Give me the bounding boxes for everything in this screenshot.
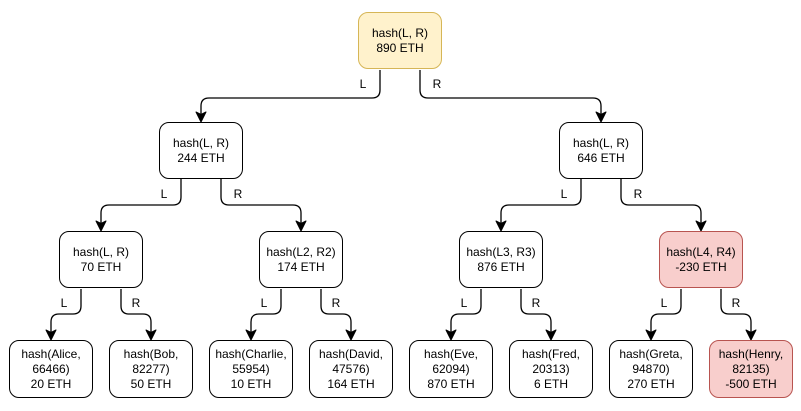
edge-l3c-left: L xyxy=(445,289,482,341)
node-hash-label: hash(L4, R4) xyxy=(666,244,736,259)
edge-label-r: R xyxy=(634,187,643,201)
node-hash-label: hash(Greta, 94870) xyxy=(619,346,683,376)
node-amount: -500 ETH xyxy=(725,376,777,391)
tree-node-level3-3-negative: hash(L4, R4) -230 ETH xyxy=(659,231,743,288)
tree-node-level2-left: hash(L, R) 244 ETH xyxy=(159,122,243,179)
node-amount: 870 ETH xyxy=(427,376,475,391)
node-amount: 20 ETH xyxy=(30,376,72,391)
node-amount: 10 ETH xyxy=(230,376,272,391)
tree-node-level3-0: hash(L, R) 70 ETH xyxy=(59,231,143,288)
edge-root-right: R xyxy=(419,70,607,123)
node-hash-label: hash(Eve, 62094) xyxy=(423,346,479,376)
edge-label-l: L xyxy=(161,187,168,201)
node-amount: 244 ETH xyxy=(177,150,225,165)
edge-label-l: L xyxy=(661,296,668,310)
tree-leaf-eve: hash(Eve, 62094) 870 ETH xyxy=(409,340,493,398)
node-hash-label: hash(L2, R2) xyxy=(266,244,336,259)
node-amount: 876 ETH xyxy=(477,259,525,274)
node-amount: 70 ETH xyxy=(80,259,122,274)
edge-label-r: R xyxy=(234,187,243,201)
node-hash-label: hash(Henry, 82135) xyxy=(718,346,784,376)
node-amount: 50 ETH xyxy=(130,376,172,391)
node-amount: 174 ETH xyxy=(277,259,325,274)
edge-l3a-left: L xyxy=(45,289,82,341)
edge-l2a-left: L xyxy=(95,178,182,232)
node-amount: 270 ETH xyxy=(627,376,675,391)
node-hash-label: hash(L, R) xyxy=(172,135,230,150)
node-hash-label: hash(Bob, 82277) xyxy=(123,346,179,376)
edge-label-l: L xyxy=(360,77,367,91)
tree-leaf-greta: hash(Greta, 94870) 270 ETH xyxy=(609,340,693,398)
tree-leaf-henry-negative: hash(Henry, 82135) -500 ETH xyxy=(709,340,793,398)
node-amount: 6 ETH xyxy=(533,376,568,391)
edge-label-r: R xyxy=(532,296,541,310)
edge-l3d-left: L xyxy=(645,289,682,341)
tree-leaf-david: hash(David, 47576) 164 ETH xyxy=(309,340,393,398)
edge-label-r: R xyxy=(132,296,141,310)
tree-node-level3-1: hash(L2, R2) 174 ETH xyxy=(259,231,343,288)
edge-l3c-right: R xyxy=(520,289,557,341)
node-amount: 890 ETH xyxy=(376,40,424,55)
edge-l3d-right: R xyxy=(720,289,757,341)
tree-leaf-alice: hash(Alice, 66466) 20 ETH xyxy=(9,340,93,398)
node-hash-label: hash(L3, R3) xyxy=(466,244,536,259)
edge-label-r: R xyxy=(732,296,741,310)
tree-leaf-charlie: hash(Charlie, 55954) 10 ETH xyxy=(209,340,293,398)
node-hash-label: hash(L, R) xyxy=(371,25,429,40)
edge-l2b-left: L xyxy=(495,178,582,232)
edge-l3b-right: R xyxy=(320,289,357,341)
edge-label-l: L xyxy=(561,187,568,201)
edge-label-l: L xyxy=(61,296,68,310)
tree-node-level2-right: hash(L, R) 646 ETH xyxy=(559,122,643,179)
node-amount: -230 ETH xyxy=(675,259,727,274)
tree-node-level3-2: hash(L3, R3) 876 ETH xyxy=(459,231,543,288)
node-hash-label: hash(Alice, 66466) xyxy=(21,346,81,376)
edge-label-l: L xyxy=(261,296,268,310)
edge-root-left: L xyxy=(195,70,381,123)
node-hash-label: hash(L, R) xyxy=(572,135,630,150)
edge-l3a-right: R xyxy=(120,289,157,341)
edge-l2a-right: R xyxy=(220,178,307,232)
node-hash-label: hash(Charlie, 55954) xyxy=(215,346,287,376)
edge-l2b-right: R xyxy=(620,178,707,232)
node-hash-label: hash(Fred, 20313) xyxy=(521,346,581,376)
edge-label-l: L xyxy=(461,296,468,310)
tree-leaf-fred: hash(Fred, 20313) 6 ETH xyxy=(509,340,593,398)
tree-leaf-bob: hash(Bob, 82277) 50 ETH xyxy=(109,340,193,398)
node-amount: 646 ETH xyxy=(577,150,625,165)
node-amount: 164 ETH xyxy=(327,376,375,391)
edge-l3b-left: L xyxy=(245,289,282,341)
edge-label-r: R xyxy=(433,77,442,91)
node-hash-label: hash(David, 47576) xyxy=(318,346,384,376)
edge-label-r: R xyxy=(332,296,341,310)
tree-node-root: hash(L, R) 890 ETH xyxy=(358,12,442,69)
node-hash-label: hash(L, R) xyxy=(72,244,130,259)
